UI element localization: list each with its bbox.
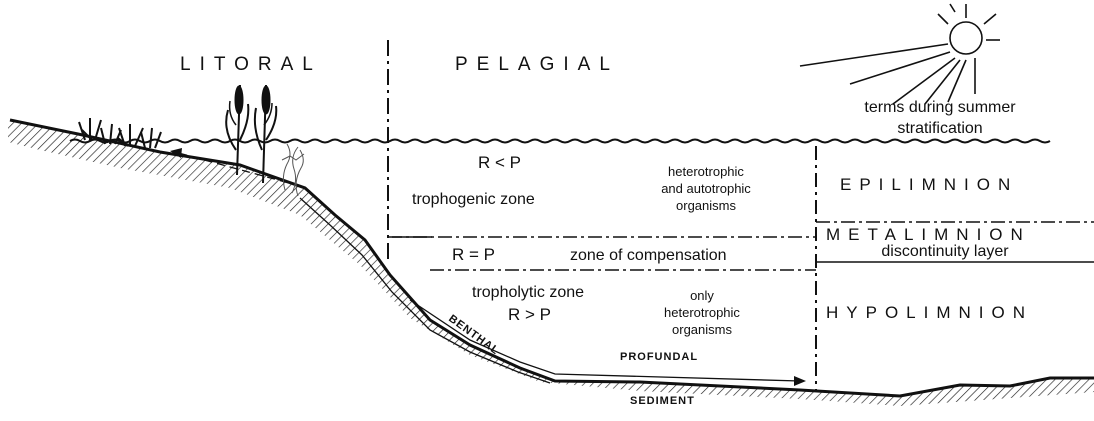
hypo-rp-label: R > P xyxy=(508,305,551,324)
hypo-organisms-line2: heterotrophic xyxy=(664,305,740,320)
layer-epilimnion: EPILIMNION xyxy=(840,175,1018,194)
caption-line1: terms during summer xyxy=(864,99,1016,116)
epi-organisms-line1: heterotrophic xyxy=(668,164,744,179)
profundal-label: PROFUNDAL xyxy=(620,351,698,363)
epi-organisms-line2: and autotrophic xyxy=(661,181,751,196)
comp-rp-label: R = P xyxy=(452,245,495,264)
layer-metalimnion: METALIMNION xyxy=(826,225,1031,244)
tropholytic-zone-label: tropholytic zone xyxy=(472,284,584,301)
sun-icon xyxy=(800,4,1000,104)
water-surface xyxy=(70,140,1050,143)
layer-hypolimnion: HYPOLIMNION xyxy=(826,303,1033,322)
zone-litoral-label: LITORAL xyxy=(180,54,322,75)
profundal-flow-arrowhead xyxy=(794,376,806,386)
compensation-zone-label: zone of compensation xyxy=(570,247,727,264)
layer-metalimnion-sub: discontinuity layer xyxy=(881,243,1009,260)
sediment-label: SEDIMENT xyxy=(630,395,695,407)
zone-pelagial-label: PELAGIAL xyxy=(455,54,619,75)
hypo-organisms-line1: only xyxy=(690,288,714,303)
hypo-organisms-line3: organisms xyxy=(672,322,732,337)
trophogenic-zone-label: trophogenic zone xyxy=(412,191,535,208)
caption-line2: stratification xyxy=(897,120,982,137)
epi-rp-label: R < P xyxy=(478,153,521,172)
epi-organisms-line3: organisms xyxy=(676,198,736,213)
